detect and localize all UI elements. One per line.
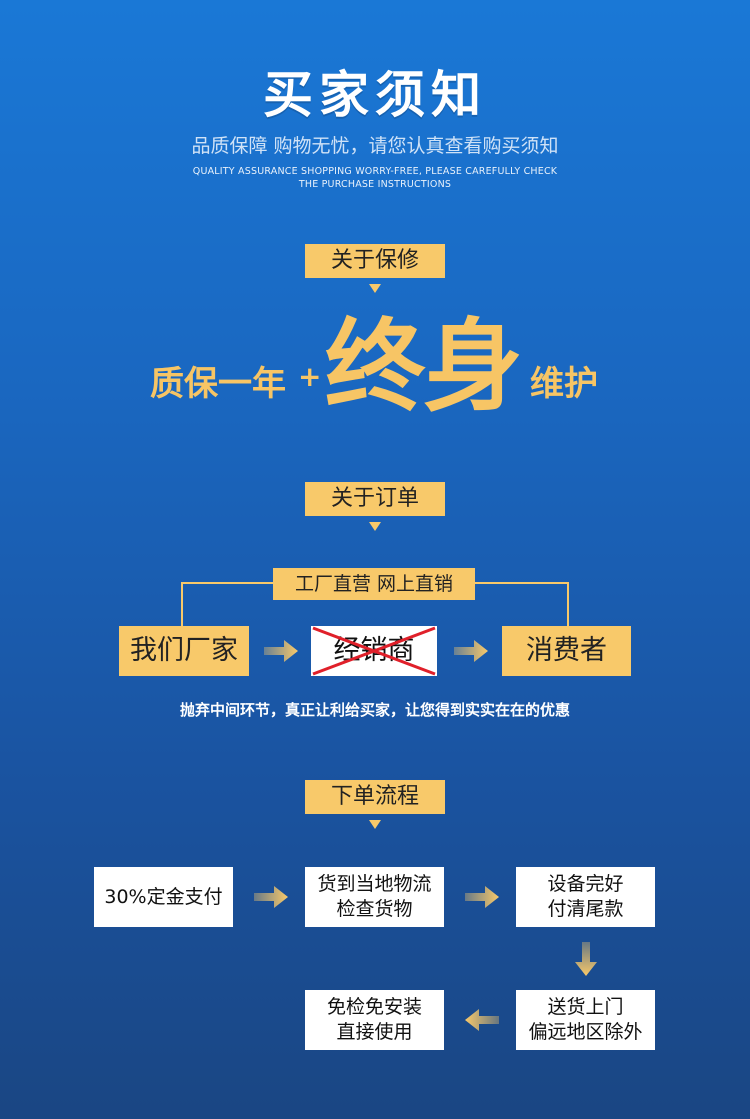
arrow-right-icon — [465, 886, 499, 908]
process-step-text: 送货上门 — [547, 996, 624, 1019]
arrow-down-icon — [575, 942, 597, 976]
dealer-box: 经销商 — [311, 626, 437, 676]
page-subtitle: 品质保障 购物无忧，请您认真查看购买须知 — [191, 135, 559, 157]
process-step-payment: 设备完好 付清尾款 — [516, 867, 655, 927]
process-pointer-icon — [369, 820, 381, 829]
process-step-ready: 免检免安装 直接使用 — [305, 990, 444, 1050]
cross-out-icon — [312, 626, 436, 676]
process-step-inspect: 货到当地物流 检查货物 — [305, 867, 444, 927]
process-step-delivery: 送货上门 偏远地区除外 — [516, 990, 655, 1050]
process-step-text: 货到当地物流 — [317, 873, 432, 896]
warranty-pointer-icon — [369, 284, 381, 293]
process-step-text: 免检免安装 — [326, 996, 422, 1019]
consumer-box: 消费者 — [502, 626, 631, 676]
arrow-right-icon — [454, 640, 488, 662]
warranty-plus: + — [298, 360, 322, 393]
order-description: 抛弃中间环节，真正让利给买家，让您得到实实在在的优惠 — [179, 701, 570, 719]
page-title: 买家须知 — [263, 66, 487, 124]
english-subtitle-line1: QUALITY ASSURANCE SHOPPING WORRY-FREE, P… — [192, 166, 558, 177]
process-step-text: 30%定金支付 — [104, 885, 223, 908]
factory-box: 我们厂家 — [119, 626, 249, 676]
process-tag: 下单流程 — [305, 780, 445, 814]
english-subtitle-line2: THE PURCHASE INSTRUCTIONS — [298, 179, 452, 190]
process-step-text: 付清尾款 — [547, 898, 624, 920]
warranty-lifetime: 终身 — [325, 308, 523, 425]
warranty-tag: 关于保修 — [305, 244, 445, 278]
arrow-left-icon — [465, 1009, 499, 1031]
direct-sales-label: 工厂直营 网上直销 — [273, 568, 475, 600]
process-step-text: 检查货物 — [336, 898, 413, 920]
warranty-one-year: 质保一年 — [150, 364, 286, 404]
arrow-right-icon — [254, 886, 288, 908]
process-step-text: 直接使用 — [336, 1021, 413, 1043]
process-step-deposit: 30%定金支付 — [94, 867, 233, 927]
process-step-text: 设备完好 — [547, 873, 624, 896]
process-step-text: 偏远地区除外 — [528, 1021, 643, 1043]
order-pointer-icon — [369, 522, 381, 531]
order-tag: 关于订单 — [305, 482, 445, 516]
arrow-right-icon — [264, 640, 298, 662]
warranty-maintenance: 维护 — [530, 364, 598, 404]
